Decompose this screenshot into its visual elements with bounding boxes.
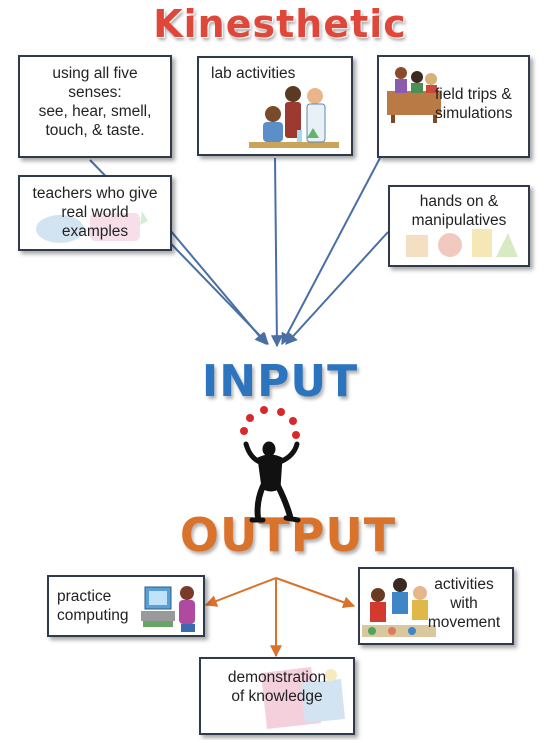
senses-text: using all five senses: see, hear, smell,… xyxy=(38,65,152,139)
children-playing-clipart xyxy=(362,578,436,637)
computing-text: practice computing xyxy=(57,588,129,624)
arrow-hands-on xyxy=(285,231,389,345)
teachers-text: teachers who give real world examples xyxy=(32,185,158,240)
lab-scientists-clipart xyxy=(249,86,339,148)
lab-activities-text: lab activities xyxy=(211,65,296,82)
field-trip-clipart xyxy=(387,67,441,123)
demonstration-box: demonstration of knowledge xyxy=(199,657,355,735)
arrow-movement xyxy=(275,577,356,608)
arrow-lab xyxy=(270,157,283,348)
demonstration-text: demonstration of knowledge xyxy=(227,669,327,705)
arrow-computing xyxy=(204,577,277,607)
field-trips-text: field trips & simulations xyxy=(435,86,513,122)
computer-user-clipart xyxy=(141,586,195,632)
manipulatives-clipart xyxy=(406,229,518,257)
movement-box: activities with movement xyxy=(358,567,514,645)
arrow-field-trips xyxy=(281,157,381,346)
movement-text: activities with movement xyxy=(427,576,501,631)
hands-on-box: hands on & manipulatives xyxy=(388,185,530,267)
demonstration-clipart xyxy=(261,667,345,729)
arrow-teachers xyxy=(169,229,267,345)
hands-on-text: hands on & manipulatives xyxy=(411,193,507,229)
teacher-clipart xyxy=(36,211,148,243)
field-trips-box: field trips & simulations xyxy=(377,55,530,158)
kinesthetic-title: Kinesthetic xyxy=(153,2,407,46)
senses-box: using all five senses: see, hear, smell,… xyxy=(18,55,172,158)
input-heading: INPUT xyxy=(201,356,359,407)
lab-activities-box: lab activities xyxy=(197,56,353,156)
computing-box: practice computing xyxy=(47,575,205,637)
teachers-box: teachers who give real world examples xyxy=(18,175,172,251)
